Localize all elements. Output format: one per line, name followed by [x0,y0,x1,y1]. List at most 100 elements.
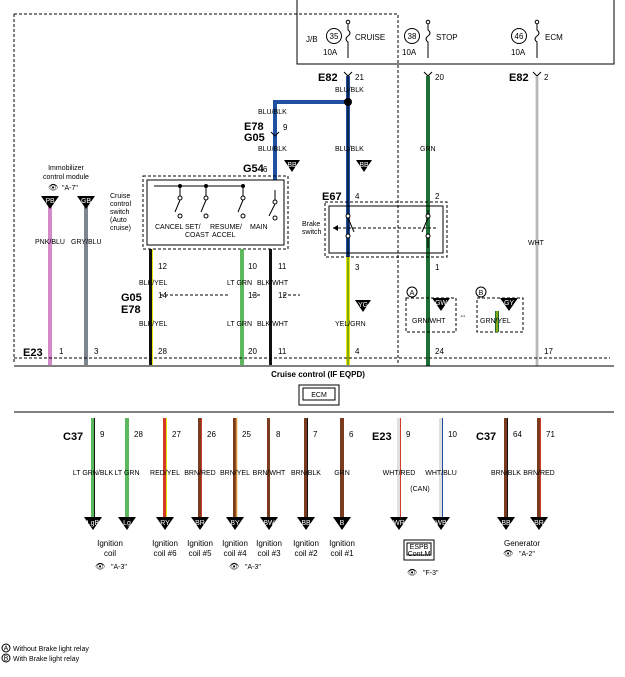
svg-text:10A: 10A [323,48,338,57]
svg-text:BB: BB [501,520,511,527]
svg-text:BB: BB [359,162,369,169]
svg-text:switch: switch [110,209,130,216]
svg-text:PNK/BLU: PNK/BLU [35,239,65,246]
svg-text:LT GRN: LT GRN [227,321,252,328]
svg-text:BRN/BLK: BRN/BLK [291,470,321,477]
svg-text:MAIN: MAIN [250,224,268,231]
svg-text:BRN/YEL: BRN/YEL [220,470,250,477]
svg-text:28: 28 [134,430,143,439]
svg-text:10A: 10A [402,48,417,57]
svg-text:WR: WR [393,520,405,527]
svg-text:(CAN): (CAN) [410,486,429,493]
ecm-box: ECM [298,384,340,406]
fuse-46: 46 ECM 10A [511,19,563,58]
immobilizer-control-module: Immobilizer control module 👁 "A-7" [43,165,89,192]
svg-text:Immobilizer: Immobilizer [48,165,84,172]
junction-block-outline [296,0,615,65]
svg-text:B: B [340,520,345,527]
svg-text:Ignition: Ignition [256,539,282,548]
svg-text:coil #1: coil #1 [330,549,354,558]
svg-text:9: 9 [100,430,105,439]
svg-text:B: B [4,656,9,663]
espb-control-module: ESPB Cont.M 👁 "F-3" [403,539,439,577]
svg-text:17: 17 [544,347,553,356]
svg-text:Ignition: Ignition [329,539,355,548]
svg-text:BW: BW [263,520,275,527]
svg-text:BLU/BLK: BLU/BLK [335,146,364,153]
svg-text:Cont.M: Cont.M [408,551,431,558]
svg-text:6: 6 [263,165,268,174]
svg-text:Ignition: Ignition [293,539,319,548]
connector-e23-bottom: E23 [372,431,392,443]
svg-text:BRN/RED: BRN/RED [523,470,555,477]
svg-text:GY: GY [504,300,514,307]
svg-text:LT GRN: LT GRN [114,470,139,477]
svg-text:YG: YG [358,302,368,309]
svg-text:WB: WB [435,520,447,527]
svg-text:10A: 10A [511,48,526,57]
svg-text:RESUME/: RESUME/ [210,224,242,231]
svg-text:switch: switch [302,229,322,236]
connector-e82-left: E82 [318,72,338,84]
svg-text:12: 12 [278,291,287,300]
svg-text:1: 1 [59,347,64,356]
eye-icon: 👁 [229,562,239,571]
svg-text:GRN: GRN [420,146,436,153]
svg-text:BLK/WHT: BLK/WHT [257,280,289,287]
svg-text:9: 9 [283,123,288,132]
svg-text:10: 10 [248,262,257,271]
svg-text:Ignition: Ignition [152,539,178,548]
module-title: Cruise control (IF EQPD) [271,370,365,379]
svg-text:BB: BB [287,162,297,169]
svg-text:3: 3 [94,347,99,356]
svg-text:BY: BY [230,520,240,527]
svg-text:ESPB: ESPB [410,544,429,551]
svg-text:BLU/BLK: BLU/BLK [335,87,364,94]
svg-text:Ignition: Ignition [187,539,213,548]
svg-text:3: 3 [355,263,360,272]
connector-g05-top: G05 [244,132,265,144]
svg-text:10: 10 [448,430,457,439]
svg-text:COAST: COAST [185,232,210,239]
svg-text:21: 21 [355,73,364,82]
svg-text:24: 24 [435,347,444,356]
svg-text:ACCEL: ACCEL [212,232,235,239]
connector-e23-top: E23 [23,347,43,359]
eye-icon: 👁 [503,549,513,558]
svg-text:Brake: Brake [302,221,320,228]
svg-text:ECM: ECM [545,33,563,42]
svg-text:BRN/WHT: BRN/WHT [253,470,286,477]
svg-text:BLK/YEL: BLK/YEL [139,321,168,328]
svg-text:6: 6 [349,430,354,439]
svg-text:11: 11 [278,262,287,271]
connector-c37-right: C37 [476,431,496,443]
splice-point [344,98,352,106]
module-boundary-dashed [13,13,399,364]
svg-text:"A-7": "A-7" [62,185,78,192]
svg-text:27: 27 [172,430,181,439]
connector-e78-top: E78 [244,121,264,133]
svg-text:control: control [110,201,131,208]
svg-text:1: 1 [435,263,440,272]
legend: A Without Brake light relay B With Brake… [1,643,89,663]
tag-gb [77,196,95,209]
svg-text:"A-2": "A-2" [519,551,535,558]
connector-e78-mid: E78 [121,304,141,316]
tag-yg [355,300,371,312]
svg-text:Ignition: Ignition [222,539,248,548]
svg-text:Generator: Generator [504,539,540,548]
bottom-tags [84,517,548,530]
connector-g05-mid: G05 [121,292,142,304]
svg-text:WHT: WHT [528,240,545,247]
svg-text:11: 11 [278,347,287,356]
svg-text:"F-3": "F-3" [423,570,439,577]
svg-text:SET/: SET/ [185,224,201,231]
svg-text:GW: GW [435,300,447,307]
svg-text:STOP: STOP [436,33,458,42]
svg-text:46: 46 [515,32,524,41]
svg-text:4: 4 [355,192,360,201]
svg-text:Lg: Lg [123,520,131,527]
svg-text:CRUISE: CRUISE [355,33,385,42]
svg-text:BR: BR [195,520,205,527]
